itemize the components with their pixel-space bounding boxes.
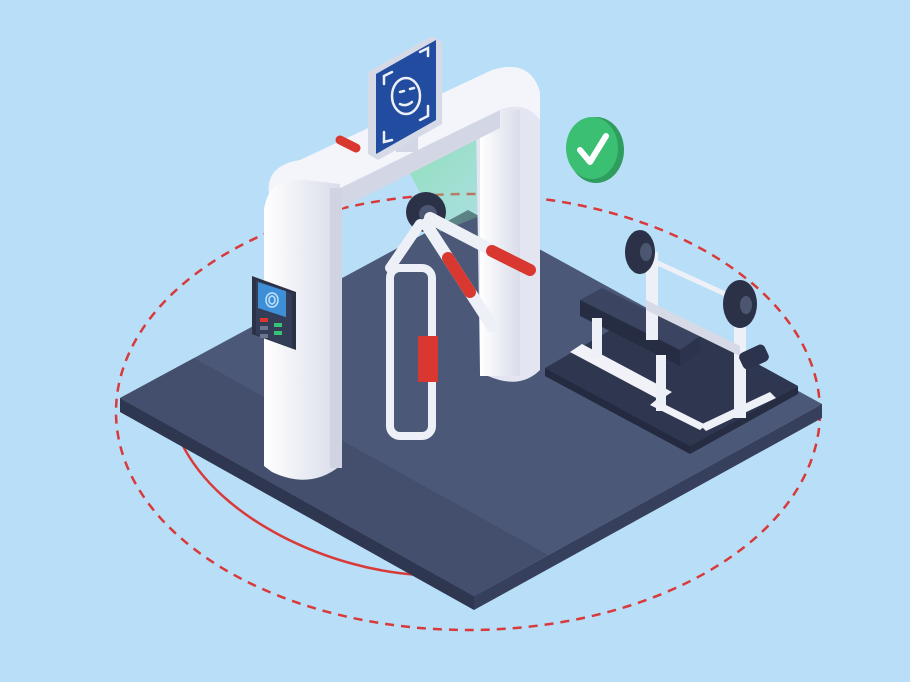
- keypad-icon: [252, 276, 296, 350]
- access-granted-check-icon: [566, 117, 624, 183]
- face-scan-monitor-icon: [368, 36, 442, 160]
- power-cable: [180, 443, 421, 577]
- barbell-rack: [646, 252, 776, 431]
- barbell-icon: [625, 230, 757, 328]
- fingerprint-icon: [265, 292, 279, 308]
- turnstile-arm-icon: [335, 135, 536, 332]
- weight-bench-icon: [570, 288, 706, 430]
